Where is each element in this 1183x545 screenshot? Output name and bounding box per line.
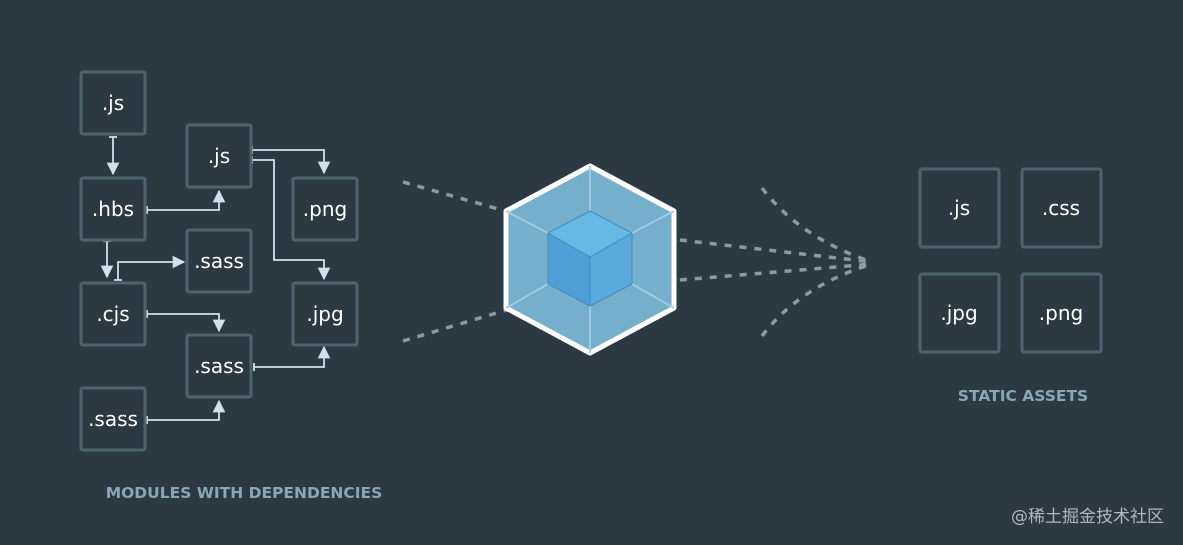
connector-js-to-jpg (252, 159, 331, 281)
modules-caption: MODULES WITH DEPENDENCIES (106, 484, 383, 502)
module-box-png (291, 176, 359, 242)
asset-labels: .js .css .jpg .png (940, 196, 1083, 325)
module-label-sass-bottom: .sass (88, 407, 138, 431)
module-label-sass-lower: .sass (194, 354, 244, 378)
cube-inner-outline (547, 210, 633, 307)
watermark-text: @稀土掘金技术社区 (1011, 507, 1164, 527)
dotted-curve-top (760, 186, 873, 264)
asset-box-css (1020, 167, 1103, 249)
asset-label-jpg: .jpg (940, 301, 977, 325)
module-label-js-mid: .js (208, 144, 230, 168)
dotted-line-in-top (402, 180, 591, 237)
module-label-js-top: .js (102, 91, 124, 115)
connector-cjs-to-sass (117, 255, 186, 280)
module-box-js-top (79, 70, 147, 136)
module-box-jpg (291, 281, 359, 347)
module-labels: .js .hbs .cjs .sass .js .sass .sass .png… (88, 91, 347, 431)
cube-edge-lines (505, 166, 675, 353)
module-label-jpg: .jpg (306, 302, 343, 326)
module-label-sass-upper: .sass (194, 249, 244, 273)
dotted-line-in-bottom (402, 283, 591, 343)
module-box-sass-upper (185, 228, 253, 294)
asset-box-jpg (918, 272, 1001, 354)
asset-box-js (918, 167, 1001, 249)
connector-hbs-to-js (147, 189, 226, 211)
module-label-png: .png (303, 197, 347, 221)
asset-label-js: .js (948, 196, 970, 220)
module-box-hbs (79, 176, 147, 242)
module-box-js-mid (185, 123, 253, 189)
connector-sass-to-jpg (254, 345, 331, 368)
dotted-curve-bottom (760, 262, 873, 338)
connector-start-ticks (103, 136, 255, 424)
module-boxes (79, 70, 359, 452)
webpack-cube-icon (503, 163, 677, 356)
assets-caption: STATIC ASSETS (958, 387, 1088, 405)
connector-js-to-png (252, 149, 331, 175)
asset-boxes (918, 167, 1103, 354)
module-box-sass-lower (185, 333, 253, 399)
asset-label-css: .css (1042, 196, 1080, 220)
module-box-cjs (79, 281, 147, 347)
module-label-hbs: .hbs (92, 197, 134, 221)
dependency-connectors (100, 137, 331, 421)
module-label-cjs: .cjs (96, 302, 129, 326)
module-box-sass-bottom (79, 386, 147, 452)
connector-sass-to-sass (147, 399, 226, 421)
connector-cjs-to-sass-lower (147, 313, 226, 333)
asset-box-png (1020, 272, 1103, 354)
asset-label-png: .png (1039, 301, 1083, 325)
